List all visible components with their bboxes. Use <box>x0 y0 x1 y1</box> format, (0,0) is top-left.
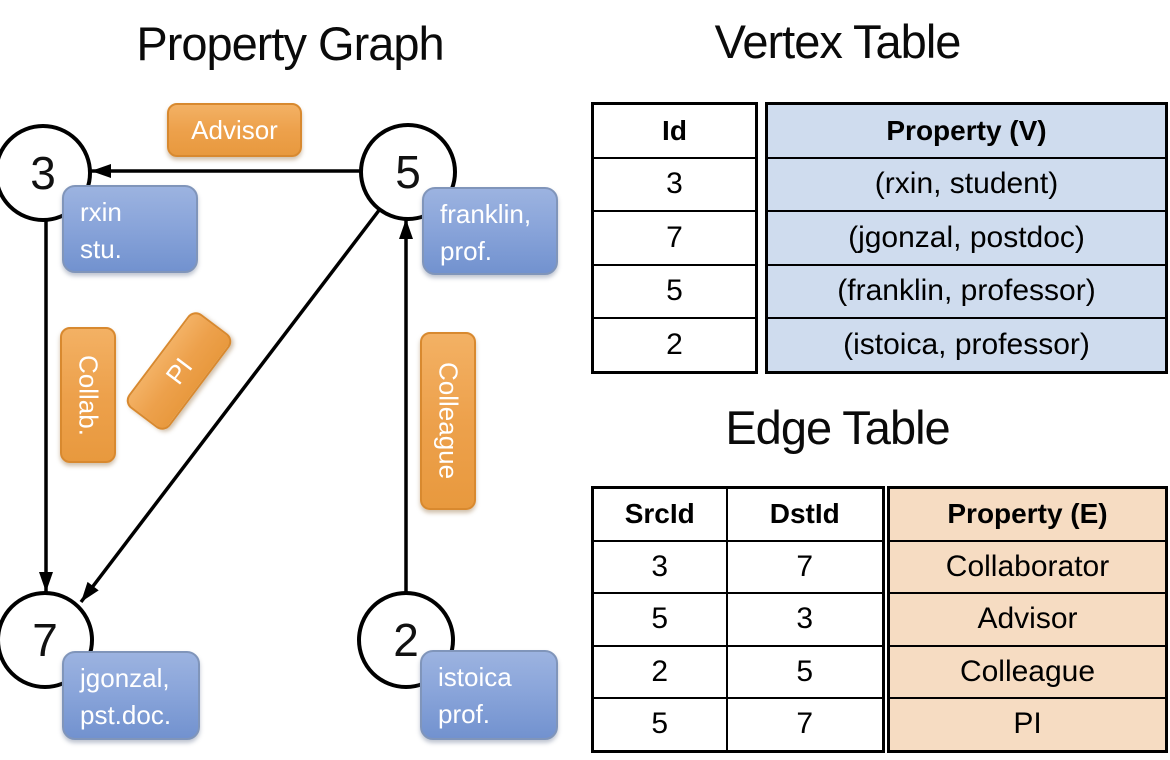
vertex-property-line: rxin <box>80 197 122 227</box>
table-cell: 7 <box>591 210 758 266</box>
graph-panel-title: Property Graph <box>136 17 444 70</box>
table-cell: (jgonzal, postdoc) <box>765 210 1168 266</box>
edge-label-text: PI <box>159 351 198 390</box>
table-cell: Colleague <box>887 644 1168 699</box>
table-header-cell: Id <box>591 102 758 159</box>
vertex-property-line: prof. <box>438 699 491 729</box>
edge-label-advisor: Advisor <box>167 103 302 157</box>
vertex-property-line: franklin, <box>440 199 532 229</box>
node-id-label: 2 <box>393 614 419 666</box>
node-id-label: 5 <box>395 146 421 198</box>
vertex-property-box-jgonzal: jgonzal, pst.doc. <box>62 651 200 740</box>
edge-label-text: Collab. <box>73 354 104 436</box>
table-cell: 2 <box>591 317 758 373</box>
node-id-label: 7 <box>32 614 58 666</box>
table-cell: Collaborator <box>887 539 1168 594</box>
table-header-cell: DstId <box>725 486 885 542</box>
vertex-property-box-franklin: franklin, prof. <box>422 187 558 275</box>
edge-table-title: Edge Table <box>725 401 950 454</box>
table-cell: (franklin, professor) <box>765 263 1168 319</box>
vertex-property-line: prof. <box>440 236 493 266</box>
edge-label-collab: Collab. <box>60 327 116 463</box>
table-header-cell: Property (V) <box>765 102 1168 159</box>
edge-label-text: Advisor <box>191 114 278 145</box>
vertex-property-line: istoica <box>438 662 512 692</box>
table-cell: 5 <box>591 592 728 647</box>
table-header-cell: Property (E) <box>887 486 1168 542</box>
graph-edges <box>39 164 413 604</box>
table-cell: 3 <box>591 539 728 594</box>
vertex-table-title: Vertex Table <box>714 15 962 68</box>
vertex-property-line: jgonzal, <box>80 663 170 693</box>
table-cell: 3 <box>725 592 885 647</box>
vertex-table-id-column: Id 3 7 5 2 <box>591 102 758 374</box>
node-id-label: 3 <box>30 147 56 199</box>
table-cell: PI <box>887 697 1168 752</box>
table-cell: Advisor <box>887 592 1168 647</box>
edge-label-colleague: Colleague <box>420 332 476 510</box>
vertex-property-box-rxin: rxin stu. <box>62 185 198 273</box>
table-cell: (istoica, professor) <box>765 317 1168 373</box>
table-cell: 2 <box>591 644 728 699</box>
table-cell: (rxin, student) <box>765 156 1168 212</box>
edge-table-id-columns: SrcId DstId 3 7 5 3 2 5 5 7 <box>591 486 885 753</box>
table-cell: 5 <box>591 263 758 319</box>
vertex-property-line: pst.doc. <box>80 700 172 730</box>
table-cell: 7 <box>725 539 885 594</box>
vertex-table-property-column: Property (V) (rxin, student) (jgonzal, p… <box>765 102 1168 374</box>
edge-5-to-7 <box>79 207 382 604</box>
table-cell: 3 <box>591 156 758 212</box>
vertex-property-line: stu. <box>80 234 122 264</box>
table-header-cell: SrcId <box>591 486 728 542</box>
table-cell: 5 <box>725 644 885 699</box>
edge-label-text: Colleague <box>433 362 464 480</box>
table-cell: 5 <box>591 697 728 752</box>
vertex-property-box-istoica: istoica prof. <box>420 650 558 740</box>
edge-table-property-column: Property (E) Collaborator Advisor Collea… <box>887 486 1168 753</box>
table-cell: 7 <box>725 697 885 752</box>
